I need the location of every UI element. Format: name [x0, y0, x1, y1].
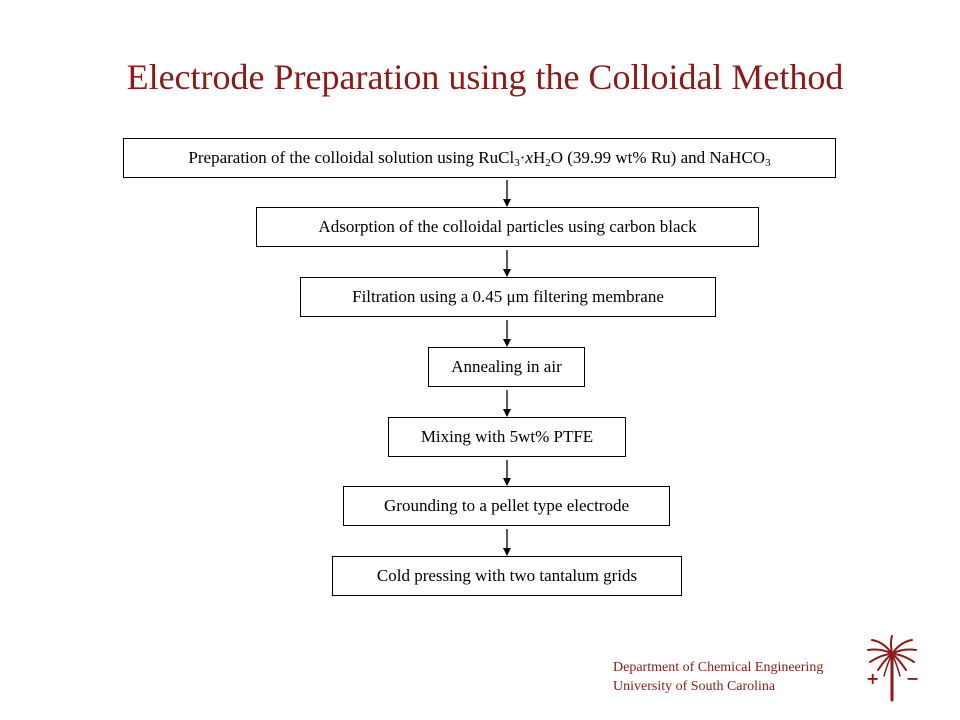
step-cold-pressing: Cold pressing with two tantalum grids	[332, 556, 682, 596]
slide-title: Electrode Preparation using the Colloida…	[126, 57, 844, 97]
step-filtration: Filtration using a 0.45 μm filtering mem…	[300, 277, 716, 317]
minus-sign: −	[906, 669, 919, 688]
step-adsorption: Adsorption of the colloidal particles us…	[256, 207, 759, 247]
step-annealing: Annealing in air	[428, 347, 585, 387]
footer: Department of Chemical Engineering Unive…	[613, 658, 823, 696]
palmetto-tree-icon: + −	[866, 635, 919, 702]
step-mixing: Mixing with 5wt% PTFE	[388, 417, 626, 457]
step-colloidal-solution: Preparation of the colloidal solution us…	[123, 138, 836, 178]
footer-university: University of South Carolina	[613, 679, 776, 694]
step-grounding: Grounding to a pellet type electrode	[343, 486, 670, 526]
plus-sign: +	[866, 669, 879, 688]
footer-department: Department of Chemical Engineering	[613, 660, 824, 675]
step-1-text: Preparation of the colloidal solution us…	[188, 148, 771, 169]
